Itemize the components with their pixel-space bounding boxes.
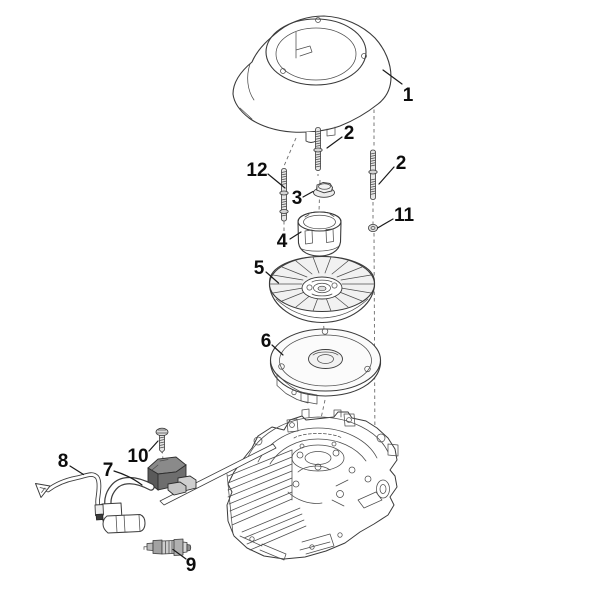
callout-7: 7 bbox=[103, 460, 143, 486]
callout-2-center-number: 2 bbox=[344, 123, 355, 144]
part-8-ground-wire bbox=[35, 472, 104, 521]
callout-11-number: 11 bbox=[394, 205, 415, 226]
callout-10: 10 bbox=[127, 440, 159, 467]
callout-5-number: 5 bbox=[254, 258, 265, 279]
callout-4-number: 4 bbox=[277, 231, 288, 252]
ignition-coil-module bbox=[147, 456, 197, 496]
part-9-spark-plug bbox=[143, 538, 192, 556]
part-10-coil-screw bbox=[155, 427, 169, 453]
callout-10-number: 10 bbox=[127, 446, 148, 467]
callout-7-number: 7 bbox=[103, 460, 114, 481]
callout-9: 9 bbox=[172, 548, 197, 576]
part-12-stud-left bbox=[279, 168, 289, 222]
part-1-fan-housing bbox=[232, 15, 392, 143]
callout-9-number: 9 bbox=[186, 555, 197, 576]
callout-12: 12 bbox=[246, 160, 286, 189]
callout-8: 8 bbox=[58, 451, 85, 476]
callout-12-number: 12 bbox=[246, 160, 267, 181]
part-2-stud-right bbox=[368, 149, 378, 200]
callout-5: 5 bbox=[254, 258, 280, 284]
callout-4: 4 bbox=[277, 231, 302, 252]
callout-11: 11 bbox=[376, 205, 415, 229]
part-11-hex-nut bbox=[367, 223, 378, 232]
callout-1: 1 bbox=[382, 69, 414, 106]
callouts: 1 2 2 12 3 4 11 5 bbox=[58, 69, 415, 576]
part-4-starter-cup bbox=[297, 211, 342, 257]
part-3-collar-nut bbox=[313, 182, 335, 198]
part-6-rotor-disc bbox=[269, 328, 382, 405]
callout-2-right-number: 2 bbox=[396, 153, 407, 174]
part-2-stud-center bbox=[313, 127, 323, 171]
callout-8-number: 8 bbox=[58, 451, 69, 472]
part-7-ignition-lead bbox=[101, 476, 155, 534]
engine-crankcase bbox=[226, 408, 399, 561]
callout-3-number: 3 bbox=[292, 188, 303, 209]
callout-6: 6 bbox=[261, 331, 284, 356]
callout-1-number: 1 bbox=[403, 85, 414, 106]
callout-6-number: 6 bbox=[261, 331, 272, 352]
callout-3: 3 bbox=[292, 188, 314, 209]
part-5-flywheel bbox=[268, 255, 376, 324]
callout-2-center: 2 bbox=[326, 123, 355, 149]
callout-2-right: 2 bbox=[378, 153, 407, 185]
